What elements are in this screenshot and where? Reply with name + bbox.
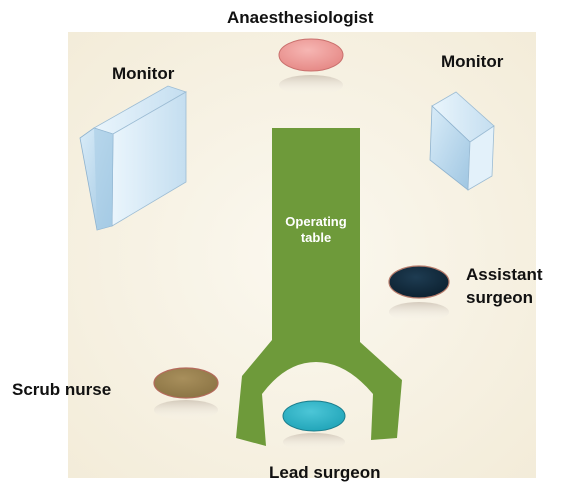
assistant-surgeon-marker (388, 265, 450, 322)
operating-table-label-line2: table (300, 230, 332, 245)
operating-table-label: Operating table (272, 214, 360, 246)
monitor-right-icon (429, 91, 495, 191)
monitor-left-label: Monitor (112, 64, 175, 83)
anaesthesiologist-marker (278, 38, 344, 95)
scrub-nurse-marker (153, 367, 219, 420)
scrub-nurse-label: Scrub nurse (12, 380, 112, 399)
assistant-surgeon-label-line2: surgeon (466, 288, 534, 307)
monitor-left-icon (79, 85, 187, 231)
operating-table-label-line1: Operating (285, 214, 347, 229)
operating-table (236, 128, 402, 446)
lead-surgeon-label: Lead surgeon (269, 463, 381, 482)
assistant-surgeon-label-line1: Assistant (466, 265, 543, 284)
lead-surgeon-marker (282, 400, 346, 451)
assistant-surgeon-label: Assistant surgeon (466, 265, 543, 308)
monitor-right-label: Monitor (441, 52, 504, 71)
anaesthesiologist-label: Anaesthesiologist (227, 8, 374, 27)
